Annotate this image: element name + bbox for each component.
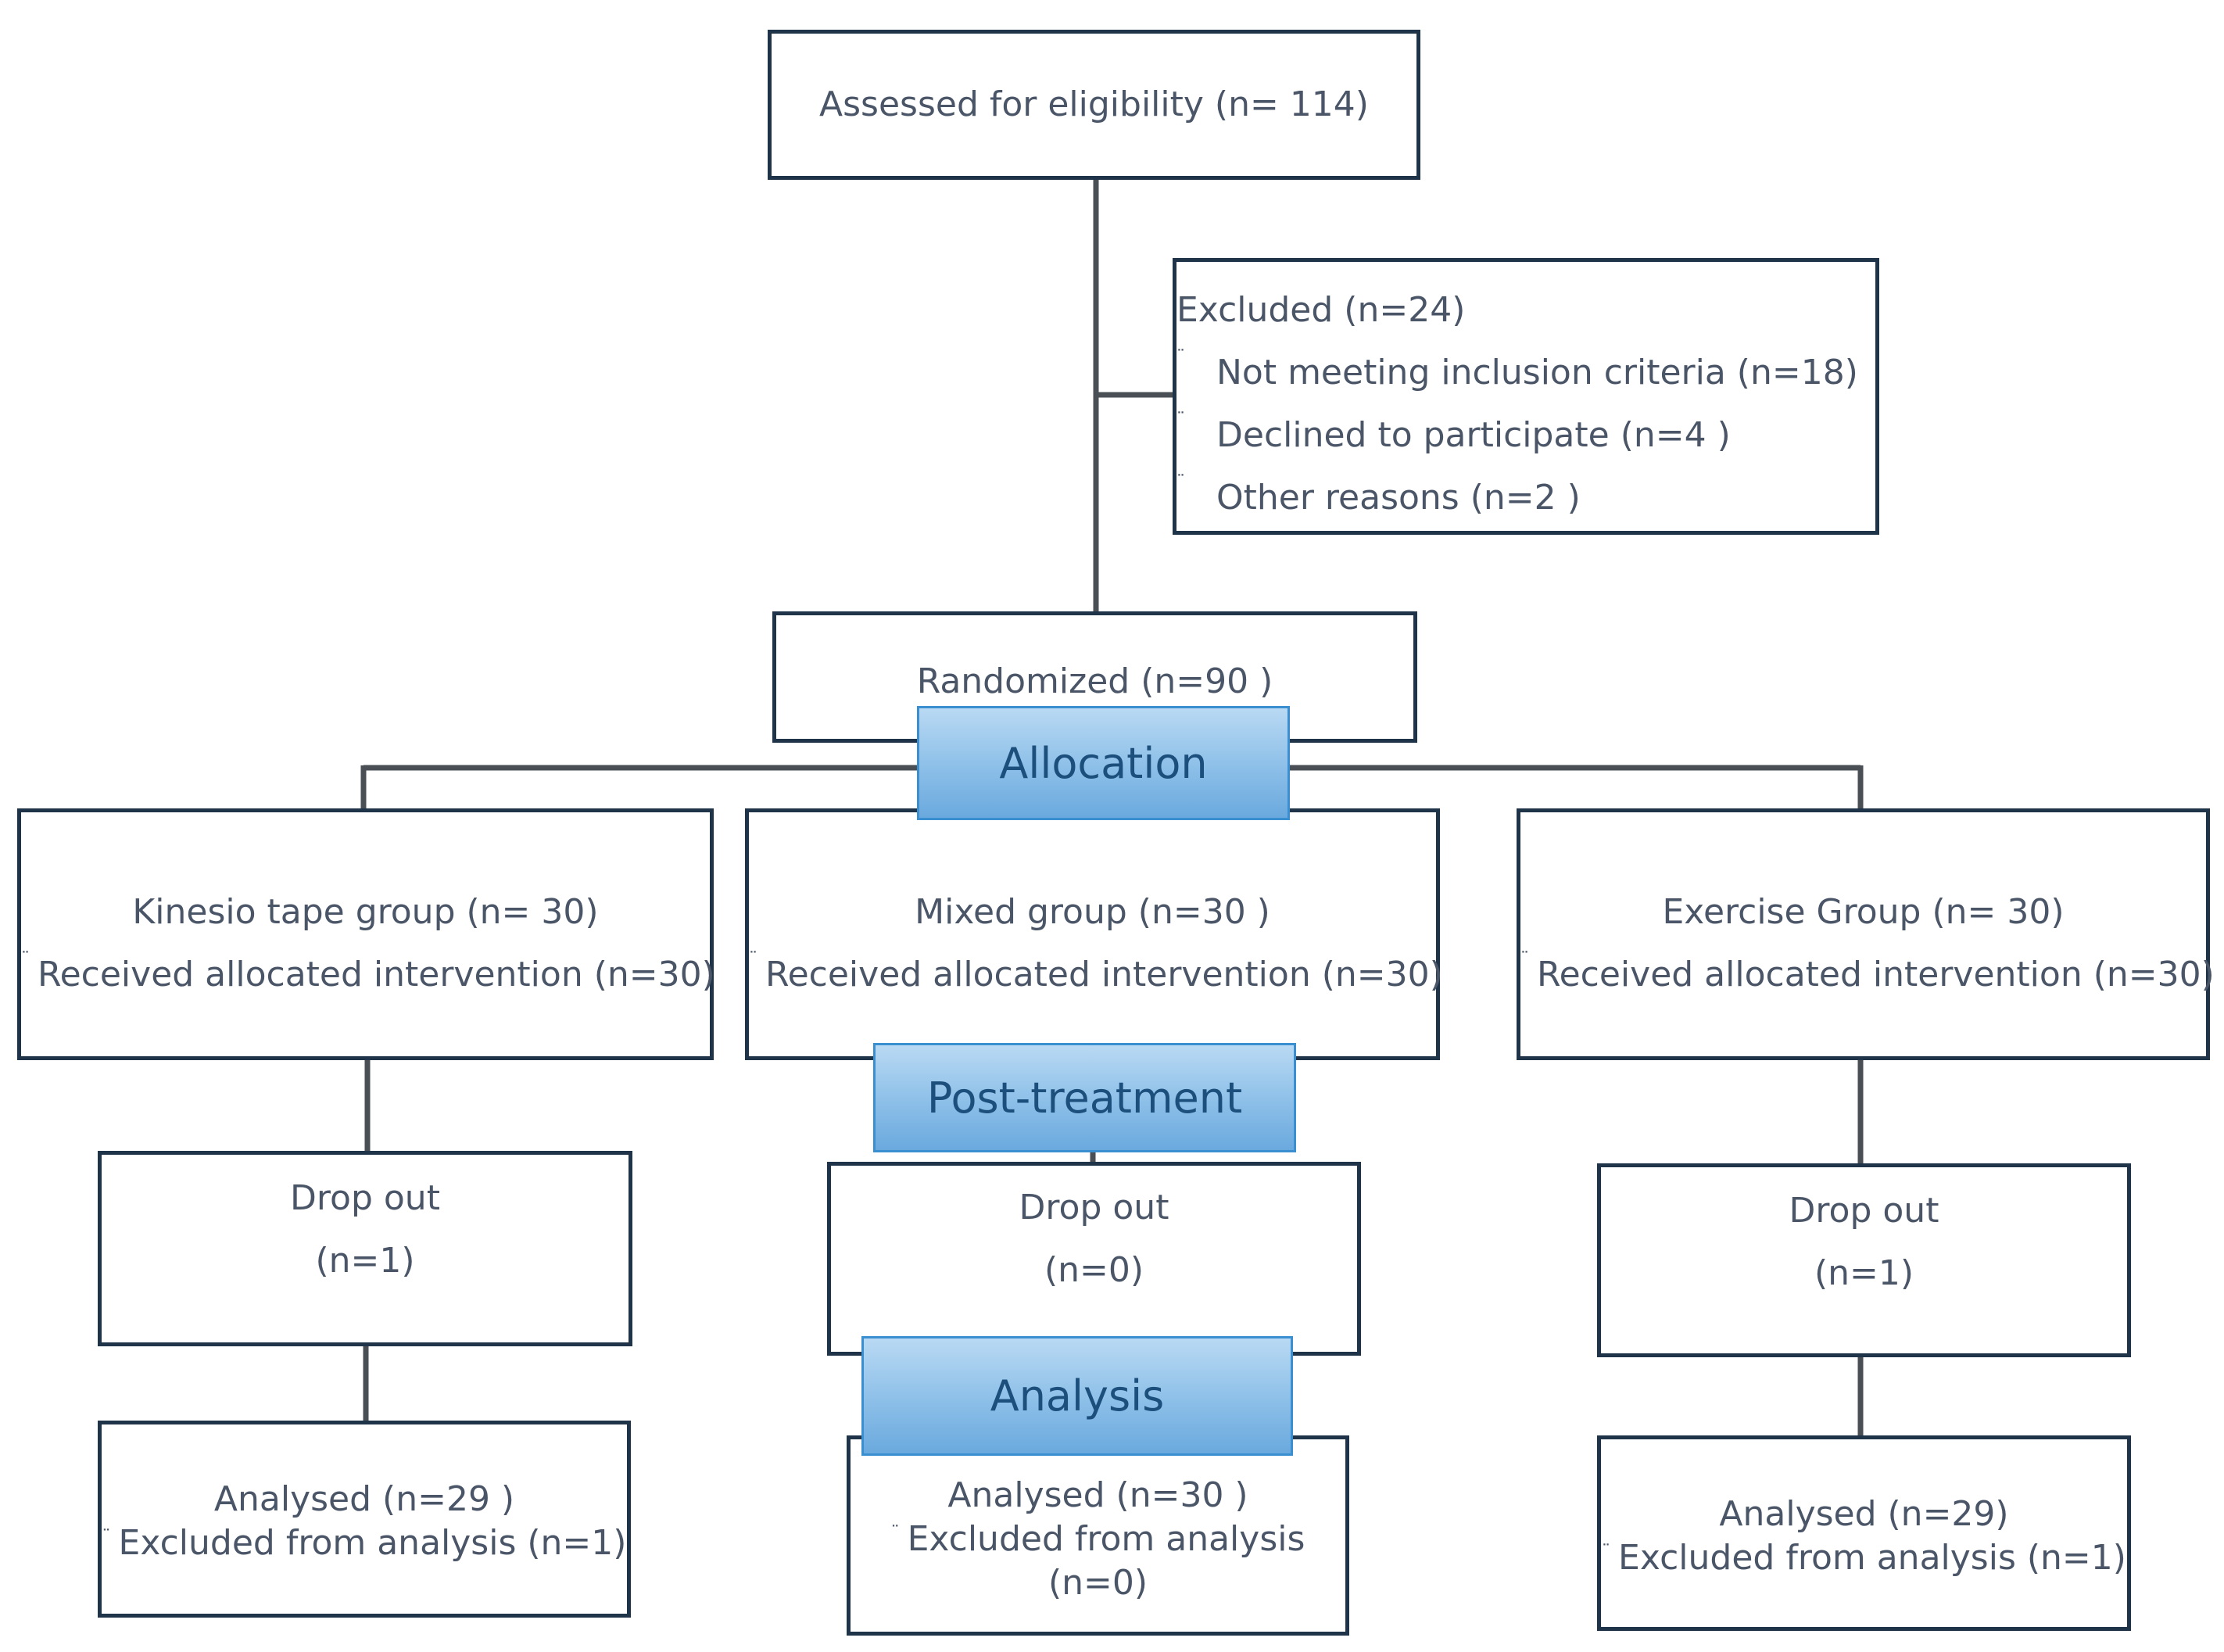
excluded-from-analysis: ¨Excluded from analysis (n=1) — [102, 1523, 627, 1563]
stage-post-treatment-label: Post-treatment — [926, 1073, 1243, 1123]
dropout-count: (n=0) — [1044, 1250, 1144, 1290]
group-name: Mixed group (n=30 ) — [915, 892, 1270, 932]
analysed-count: Analysed (n=29) — [1719, 1494, 2009, 1534]
stage-allocation-label: Allocation — [999, 738, 1208, 788]
excluded-item-3: ¨Other reasons (n=2 ) — [1176, 467, 1875, 529]
dropout-box-kinesio: Drop out (n=1) — [98, 1151, 632, 1346]
analysed-count: Analysed (n=29 ) — [213, 1479, 515, 1519]
excluded-from-analysis-count: (n=0) — [1048, 1563, 1148, 1603]
excluded-box: Excluded (n=24) ¨Not meeting inclusion c… — [1173, 258, 1879, 535]
dropout-count: (n=1) — [315, 1241, 415, 1281]
analysed-box-exercise: Analysed (n=29) ¨Excluded from analysis … — [1597, 1435, 2131, 1631]
group-name: Kinesio tape group (n= 30) — [132, 892, 599, 932]
group-received: ¨Received allocated intervention (n=30) — [749, 944, 1443, 1006]
dropout-box-mixed: Drop out (n=0) — [827, 1162, 1361, 1356]
stage-post-treatment: Post-treatment — [873, 1043, 1296, 1152]
bullet-icon: ¨ — [21, 949, 30, 969]
excluded-item-1: ¨Not meeting inclusion criteria (n=18) — [1176, 342, 1875, 404]
excluded-from-analysis: ¨Excluded from analysis — [890, 1519, 1305, 1559]
stage-allocation: Allocation — [917, 706, 1290, 820]
bullet-icon: ¨ — [1176, 472, 1185, 492]
analysed-count: Analysed (n=30 ) — [947, 1475, 1248, 1515]
excluded-item-2: ¨Declined to participate (n=4 ) — [1176, 404, 1875, 467]
assessed-box: Assessed for eligibility (n= 114) — [768, 30, 1420, 180]
dropout-title: Drop out — [290, 1178, 440, 1218]
randomized-text: Randomized (n=90 ) — [916, 661, 1273, 701]
analysed-box-mixed: Analysed (n=30 ) ¨Excluded from analysis… — [847, 1435, 1349, 1636]
bullet-icon: ¨ — [1176, 410, 1185, 429]
group-received: ¨Received allocated intervention (n=30) — [21, 944, 715, 1006]
bullet-icon: ¨ — [749, 949, 757, 969]
assessed-text: Assessed for eligibility (n= 114) — [819, 84, 1369, 124]
excluded-from-analysis: ¨Excluded from analysis (n=1) — [1602, 1538, 2126, 1578]
dropout-count: (n=1) — [1814, 1253, 1914, 1293]
bullet-icon: ¨ — [890, 1523, 900, 1543]
stage-analysis: Analysis — [861, 1336, 1293, 1456]
group-box-mixed: Mixed group (n=30 ) ¨Received allocated … — [745, 808, 1443, 1060]
analysed-box-kinesio: Analysed (n=29 ) ¨Excluded from analysis… — [98, 1421, 631, 1618]
bullet-icon: ¨ — [1176, 347, 1185, 367]
dropout-box-exercise: Drop out (n=1) — [1597, 1163, 2131, 1357]
group-box-exercise: Exercise Group (n= 30) ¨Received allocat… — [1517, 808, 2215, 1060]
group-name: Exercise Group (n= 30) — [1662, 892, 2065, 932]
bullet-icon: ¨ — [1602, 1542, 1611, 1561]
stage-analysis-label: Analysis — [990, 1371, 1165, 1421]
group-received: ¨Received allocated intervention (n=30) — [1520, 944, 2215, 1006]
bullet-icon: ¨ — [102, 1527, 111, 1546]
group-box-kinesio: Kinesio tape group (n= 30) ¨Received all… — [17, 808, 715, 1060]
dropout-title: Drop out — [1019, 1188, 1169, 1227]
excluded-title: Excluded (n=24) — [1176, 290, 1466, 330]
dropout-title: Drop out — [1789, 1191, 1939, 1231]
bullet-icon: ¨ — [1520, 949, 1529, 969]
